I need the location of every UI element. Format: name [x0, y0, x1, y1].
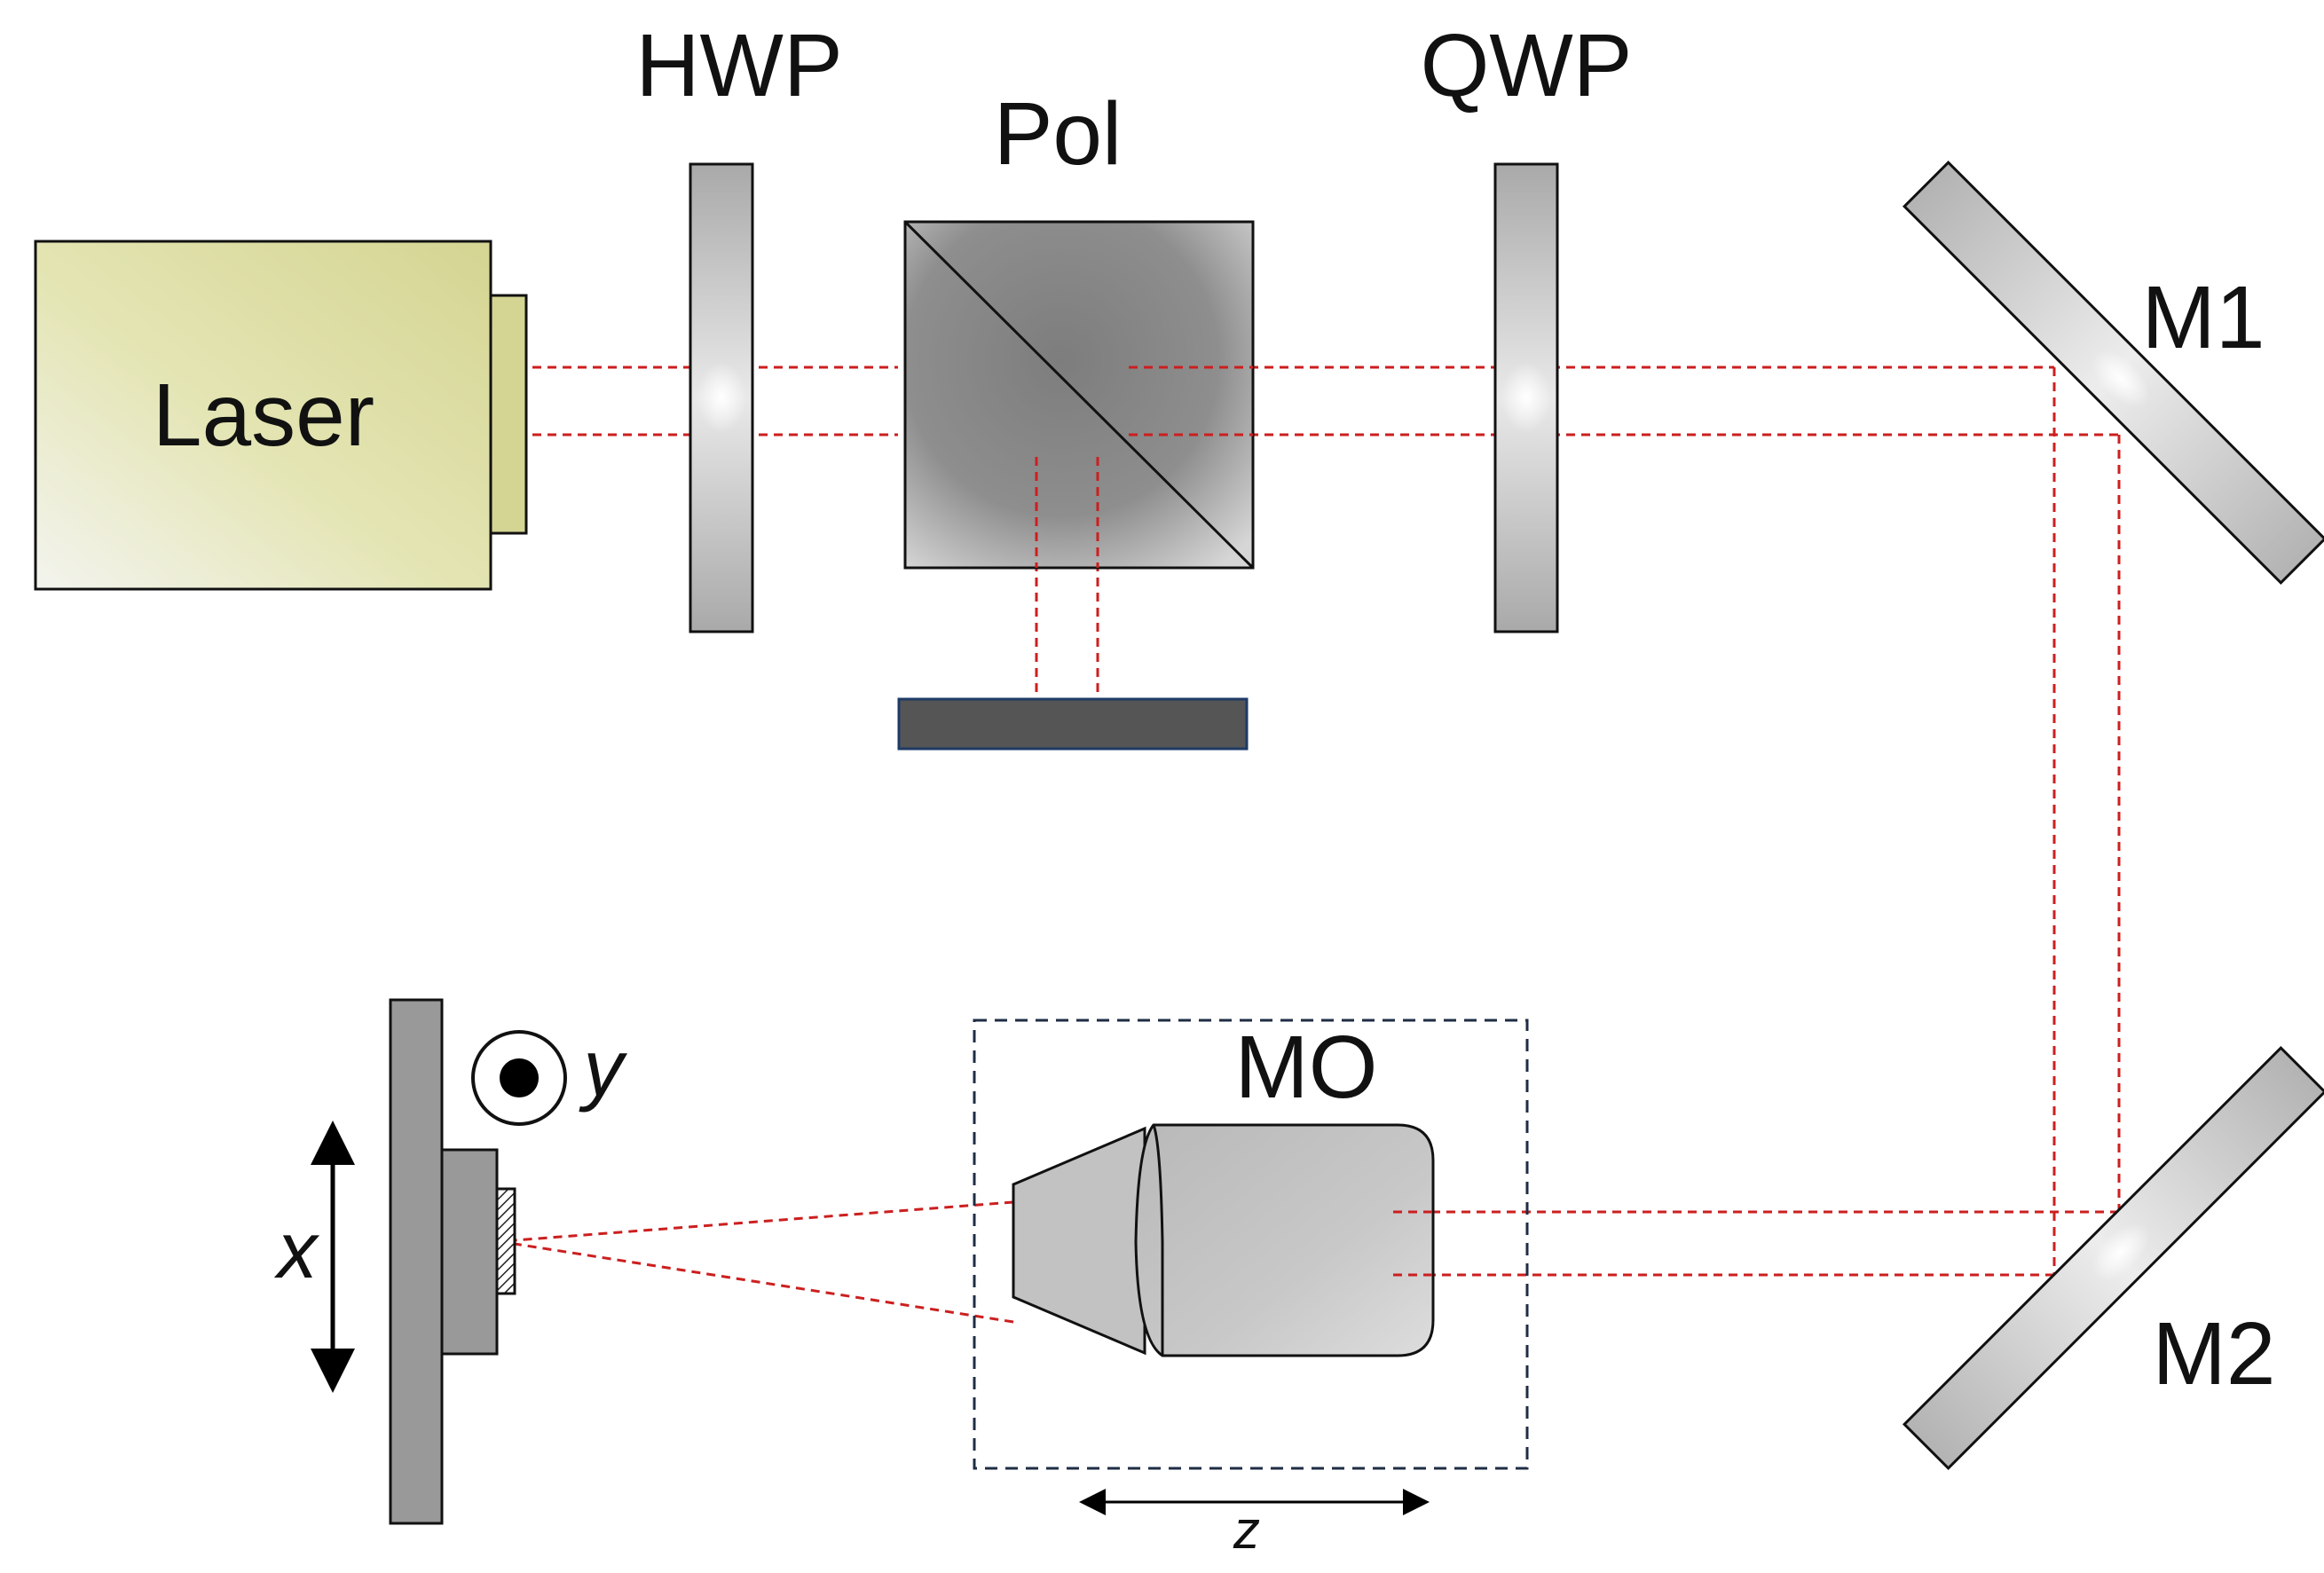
laser-label: Laser — [153, 366, 374, 465]
quarter-wave-plate: QWP — [1421, 16, 1633, 633]
stage-mount — [440, 1148, 499, 1356]
laser-aperture — [489, 294, 528, 535]
polarizer-diagonal — [903, 220, 1255, 570]
x-axis-label: x — [274, 1207, 320, 1295]
hwp-highlight — [697, 362, 746, 433]
sample-stage — [389, 998, 516, 1525]
objective-nose — [1012, 1126, 1146, 1356]
m1-highlight — [2092, 350, 2150, 408]
hwp-label: HWP — [635, 16, 842, 115]
y-axis-symbol: y — [471, 1025, 628, 1126]
polarizer-cube: Pol — [903, 84, 1255, 570]
microscope-objective: MO z — [973, 1018, 1529, 1560]
objective-body — [1134, 1123, 1435, 1357]
laser-body — [34, 240, 492, 591]
laser-source: Laser — [34, 240, 528, 591]
m1-label: M1 — [2142, 268, 2265, 367]
objective-translation-zone — [973, 1019, 1529, 1470]
half-wave-plate: HWP — [635, 16, 843, 633]
qwp-highlight — [1501, 362, 1551, 433]
objective-rim — [1152, 1124, 1164, 1356]
qwp-label: QWP — [1421, 16, 1633, 115]
beam-segment — [514, 1242, 1014, 1324]
y-axis-dot — [500, 1058, 539, 1097]
z-axis-label: z — [1233, 1500, 1260, 1560]
beam-path — [514, 366, 2121, 1324]
beam-segment — [514, 1200, 1014, 1242]
sample — [495, 1187, 516, 1295]
y-axis-label: y — [579, 1025, 628, 1113]
mirror-m1: M1 — [1902, 160, 2324, 586]
objective-label: MO — [1234, 1018, 1377, 1117]
mirror-m2: M2 — [1902, 1045, 2324, 1471]
beam-dump — [897, 697, 1249, 751]
m2-label: M2 — [2153, 1304, 2276, 1404]
m2-highlight — [2092, 1223, 2150, 1281]
stage-plate — [389, 998, 444, 1525]
polarizer-label: Pol — [994, 84, 1123, 184]
